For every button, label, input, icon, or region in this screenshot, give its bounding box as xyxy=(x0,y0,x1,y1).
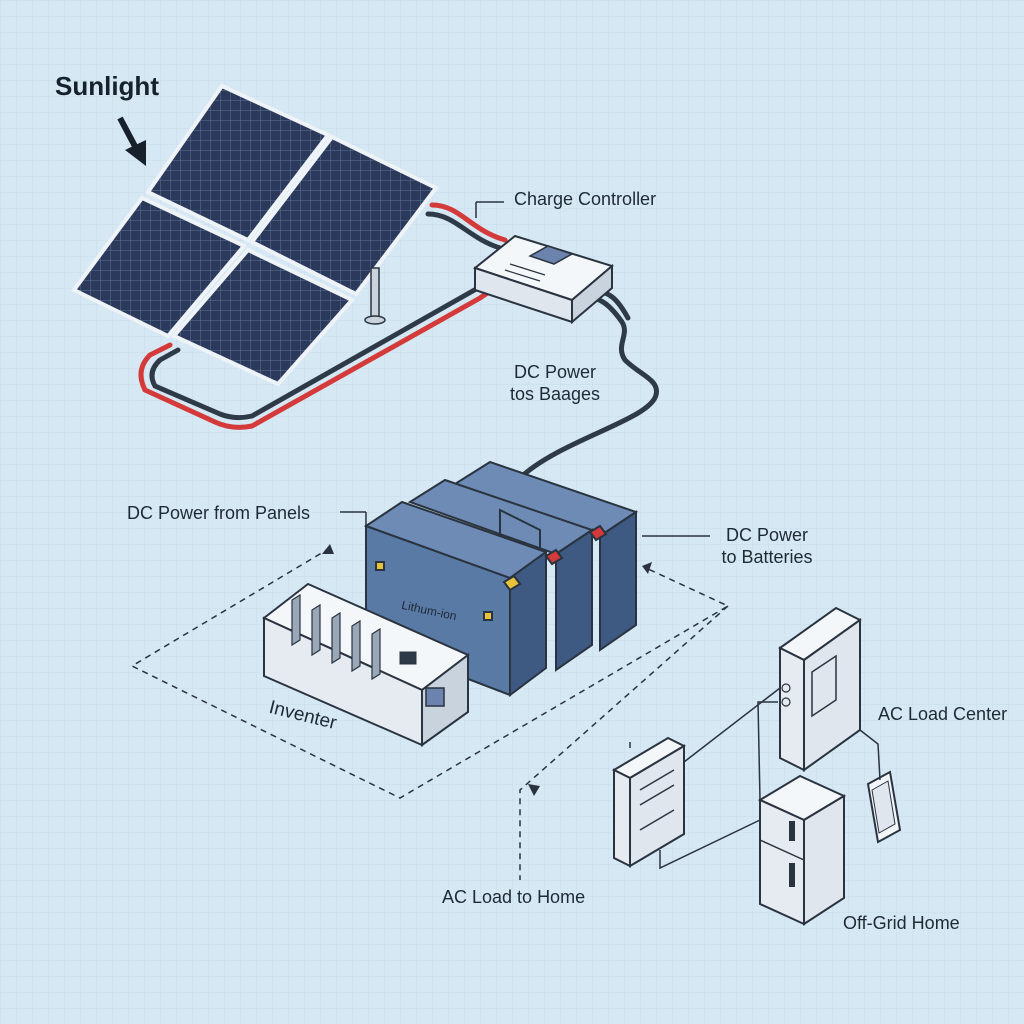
battery-unit xyxy=(452,460,639,652)
dc-power-tos-label: DC Power tos Baages xyxy=(500,361,610,405)
cable-panel-to-controller xyxy=(425,202,508,251)
solar-panel-array xyxy=(70,83,440,387)
inverter xyxy=(262,582,470,747)
ac-load-to-home-label: AC Load to Home xyxy=(442,887,586,907)
dc-power-to-batteries-line1: DC Power xyxy=(725,525,809,545)
inverter-switch xyxy=(399,651,417,665)
solar-panel xyxy=(248,134,440,297)
solar-panel xyxy=(145,83,332,243)
panel-mount-pole xyxy=(364,267,386,325)
sunlight-label: Sunlight xyxy=(55,71,159,101)
dc-power-tos-line2: tos Baages xyxy=(509,384,601,404)
arrow-head-icon xyxy=(642,562,652,574)
arrow-head-icon xyxy=(322,544,334,554)
dc-power-to-batteries-line2: to Batteries xyxy=(721,547,813,567)
refrigerator xyxy=(757,774,847,926)
phone-icon xyxy=(866,770,902,844)
dc-power-from-panels-label: DC Power from Panels xyxy=(127,503,311,523)
controller-display xyxy=(528,245,574,265)
sunlight-arrow-icon xyxy=(117,116,146,166)
solar-panel xyxy=(70,195,248,339)
dc-power-to-batteries-label: DC Power to Batteries xyxy=(712,524,822,568)
battery-terminal-yellow xyxy=(483,611,493,621)
charge-controller xyxy=(472,234,615,325)
battery-terminal-yellow xyxy=(502,574,522,592)
battery-terminal-red xyxy=(588,524,608,542)
charge-controller-label: Charge Controller xyxy=(514,189,657,209)
dc-power-tos-line1: DC Power xyxy=(513,362,597,382)
inverter-display xyxy=(425,687,445,707)
ac-load-center-label: AC Load Center xyxy=(878,704,1008,724)
arrow-head-icon xyxy=(528,784,540,796)
battery-terminal-yellow xyxy=(375,561,385,571)
home-wiring xyxy=(659,687,881,870)
battery-terminal-red xyxy=(544,548,564,566)
battery-unit xyxy=(407,478,595,672)
battery-bank xyxy=(363,460,639,697)
off-grid-home-label: Off-Grid Home xyxy=(843,913,960,933)
solar-panel xyxy=(170,247,356,387)
breaker-panel xyxy=(611,736,687,868)
flow-dashed-lines xyxy=(130,547,730,880)
